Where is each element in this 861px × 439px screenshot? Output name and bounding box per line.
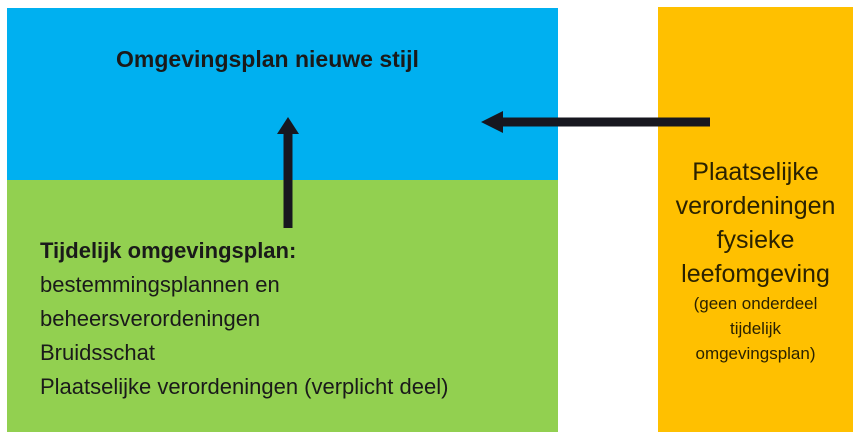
yellow-block-line: verordeningen — [675, 192, 836, 220]
yellow-block-note-line: (geen onderdeel — [693, 294, 818, 313]
green-block-text: Tijdelijk omgevingsplan: bestemmingsplan… — [40, 234, 448, 404]
yellow-block-line: Plaatselijke — [692, 158, 819, 186]
yellow-block-note-line: tijdelijk — [729, 319, 782, 338]
green-block-line: bestemmingsplannen en — [40, 272, 280, 297]
plaatselijke-verordeningen-block: Plaatselijke verordeningen fysieke leefo… — [658, 7, 853, 432]
green-block-heading: Tijdelijk omgevingsplan: — [40, 238, 297, 263]
arrow-left-icon — [481, 111, 710, 133]
yellow-block-note-line: omgevingsplan) — [695, 344, 816, 363]
arrow-up-icon — [277, 117, 299, 228]
blue-block-title: Omgevingsplan nieuwe stijl — [116, 46, 419, 72]
green-block-line: Plaatselijke verordeningen (verplicht de… — [40, 374, 449, 399]
yellow-block-line: leefomgeving — [681, 260, 830, 288]
tijdelijk-omgevingsplan-block: Tijdelijk omgevingsplan: bestemmingsplan… — [7, 180, 558, 432]
green-block-line: Bruidsschat — [40, 340, 155, 365]
green-block-line: beheersverordeningen — [40, 306, 261, 331]
yellow-block-text: Plaatselijke verordeningen fysieke leefo… — [658, 155, 853, 366]
yellow-block-line: fysieke — [716, 226, 795, 254]
omgevingsplan-nieuwe-stijl-block: Omgevingsplan nieuwe stijl — [7, 8, 558, 180]
